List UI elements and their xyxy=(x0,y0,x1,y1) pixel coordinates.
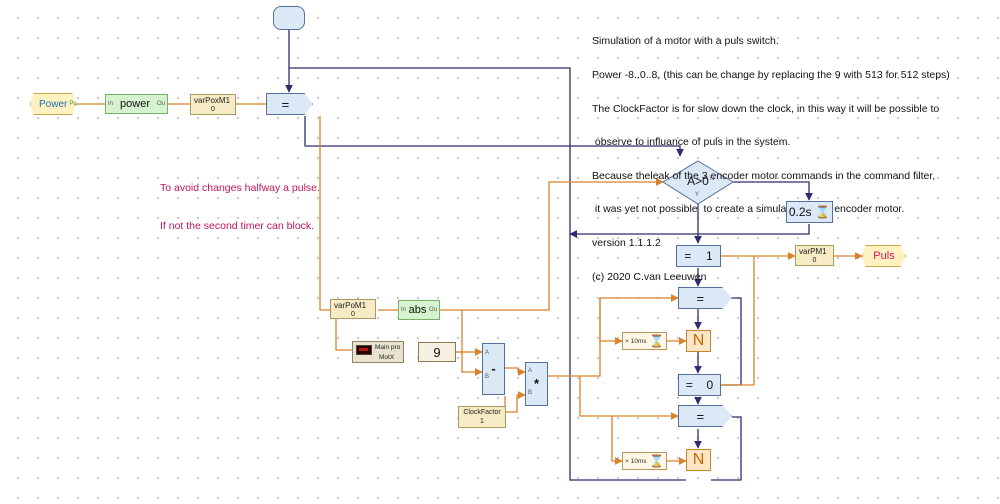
timer-block-upper[interactable]: × 10ms ⌛ xyxy=(622,332,667,350)
input-a-label: A xyxy=(528,368,533,374)
compare-label: = xyxy=(696,290,705,306)
puls-output-block[interactable]: Puls xyxy=(862,245,906,267)
compare-block-main[interactable]: = xyxy=(266,93,313,115)
constant-nine-block[interactable]: 9 xyxy=(418,342,456,362)
condition-diamond-shape xyxy=(662,160,734,205)
assign-value: 0 xyxy=(706,378,714,392)
hourglass-icon: ⌛ xyxy=(649,334,664,348)
input-a-label: A xyxy=(485,350,490,356)
subtract-op: - xyxy=(491,360,496,376)
notes-line: (c) 2020 C.van Leeuwen xyxy=(592,270,707,283)
notes-line: observe to influance of puls in the syst… xyxy=(592,136,791,149)
flow-wires xyxy=(285,30,813,481)
multiply-block[interactable]: A B * xyxy=(525,362,548,406)
power-input-pin: Po xyxy=(69,101,77,107)
puls-output-label: Puls xyxy=(873,250,895,262)
power-subroutine-block[interactable]: In power Ou xyxy=(105,94,168,114)
timer-block-lower[interactable]: × 10ms ⌛ xyxy=(622,452,667,470)
notes-line: version 1.1.1.2 xyxy=(592,237,661,250)
condition-y-label: Y xyxy=(695,192,700,198)
notes-line: Because theleak of the 3 encoder motor c… xyxy=(592,169,936,182)
hourglass-icon: ⌛ xyxy=(649,454,664,468)
motor-output-block[interactable]: Main pro MotX xyxy=(352,341,404,363)
variable-ClockFactor[interactable]: ClockFactor 1 xyxy=(458,406,506,428)
timer-label: × 10ms xyxy=(625,337,647,345)
pin-out-label: Ou xyxy=(428,307,437,313)
n-block-upper[interactable]: N xyxy=(686,330,711,352)
variable-name: varPoxM1 xyxy=(194,96,231,105)
pin-out-label: Ou xyxy=(156,101,165,107)
compare-block-upper[interactable]: = xyxy=(678,287,732,309)
variable-name: varPM1 xyxy=(799,247,827,256)
variable-value: 1 xyxy=(480,418,484,425)
motor-line2: MotX xyxy=(379,354,395,361)
pin-in-label: In xyxy=(401,307,407,313)
data-wires xyxy=(75,103,863,465)
led-display-icon xyxy=(356,345,372,355)
compare-block-lower[interactable]: = xyxy=(678,405,732,427)
variable-name: ClockFactor xyxy=(463,409,501,416)
start-block[interactable] xyxy=(273,6,305,30)
assign-value: 1 xyxy=(705,249,713,263)
multiply-op: * xyxy=(533,375,540,391)
input-b-label: B xyxy=(528,390,533,396)
n-block-lower[interactable]: N xyxy=(686,449,711,471)
variable-varPoM1[interactable]: varPoM1 0 xyxy=(330,299,376,319)
condition-n-label: N xyxy=(710,176,715,182)
n-label: N xyxy=(692,332,705,349)
assign-op: = xyxy=(684,249,692,263)
delay-label: 0.2s xyxy=(788,205,812,219)
pin-in-label: In xyxy=(108,101,114,107)
variable-value: 0 xyxy=(351,311,355,318)
delay-block[interactable]: 0.2s ⌛ xyxy=(786,201,833,223)
assign-op: = xyxy=(685,378,693,392)
subtract-block[interactable]: A B - xyxy=(482,343,505,395)
timer-label: × 10ms xyxy=(625,457,647,465)
assign-zero-block[interactable]: = 0 xyxy=(678,374,721,396)
variable-value: 0 xyxy=(812,257,817,264)
input-b-label: B xyxy=(485,374,490,380)
warning-line: If not the second timer can block. xyxy=(160,219,315,232)
variable-name: varPoM1 xyxy=(334,301,367,310)
abs-block[interactable]: In abs Ou xyxy=(398,300,440,320)
notes-text-block: Simulation of a motor with a puls switch… xyxy=(592,14,992,294)
hourglass-icon: ⌛ xyxy=(815,205,831,219)
notes-line: Power -8..0..8, (this can be change by r… xyxy=(592,69,950,82)
condition-label[interactable]: A>0 xyxy=(687,174,709,188)
notes-line: The ClockFactor is for slow down the clo… xyxy=(592,102,940,115)
variable-varPM1[interactable]: varPM1 0 xyxy=(795,245,834,266)
compare-label: = xyxy=(281,96,290,112)
assign-one-block[interactable]: = 1 xyxy=(676,245,721,267)
warning-line: To avoid changes halfway a pulse. xyxy=(160,182,320,194)
motor-line1: Main pro xyxy=(375,344,401,351)
variable-value: 0 xyxy=(211,106,215,113)
power-input-label: Power xyxy=(39,98,68,110)
power-subroutine-label: power xyxy=(120,98,150,110)
compare-label: = xyxy=(696,408,705,424)
variable-varPoxM1[interactable]: varPoxM1 0 xyxy=(190,94,236,115)
abs-label: abs xyxy=(408,304,427,316)
n-label: N xyxy=(692,451,705,468)
constant-value: 9 xyxy=(433,344,441,360)
notes-line: Simulation of a motor with a puls switch… xyxy=(592,35,779,48)
warning-text: To avoid changes halfway a pulse. If not… xyxy=(160,157,320,245)
power-input-block[interactable]: Power Po xyxy=(30,93,76,115)
